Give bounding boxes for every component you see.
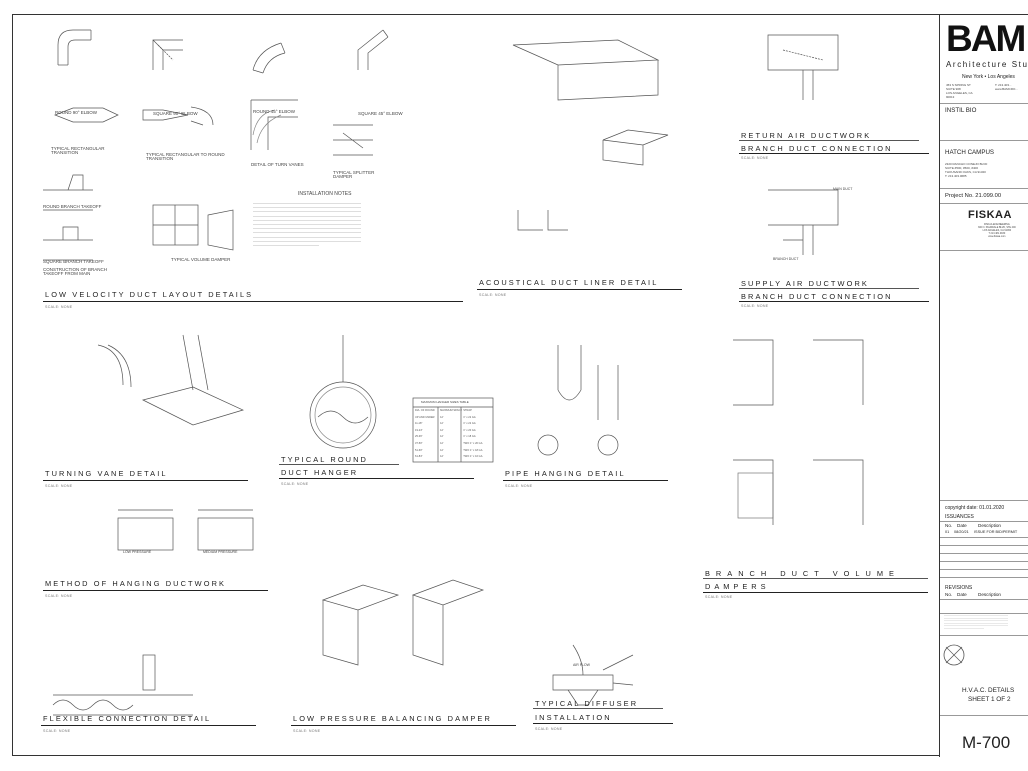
drawing-area: ROUND 90° ELBOW SQUARE 90° ELBOW ROUND 4…: [13, 15, 939, 757]
copyright-date: copyright date: 01.01.2020: [945, 505, 1005, 511]
title-round-hanger: TYPICAL ROUND: [281, 455, 368, 464]
hanger-table-cell: 12': [440, 455, 444, 459]
title-pipe-hanging: PIPE HANGING DETAIL: [505, 469, 626, 478]
project-name: HATCH CAMPUS: [945, 149, 995, 156]
hanger-table-cell: 1" x 22 GA: [463, 415, 476, 419]
title-block: BAM Architecture Studio New York • Los A…: [939, 15, 1028, 757]
hanger-table-cell: 51-60": [415, 448, 423, 452]
label-square-takeoff: SQUARE BRANCH TAKEOFF: [43, 259, 104, 264]
firm-name: Architecture Studio: [946, 60, 1028, 69]
hanger-table-cell: DIA. OF ROUND: [415, 409, 435, 412]
installation-notes-body: ————————————————————————————————————————…: [253, 201, 361, 248]
label-medium-pressure: MEDIUM PRESSURE: [203, 550, 238, 554]
hanger-table-cell: STRAP: [463, 409, 472, 412]
label-round-45: ROUND 45° ELBOW: [253, 109, 296, 114]
hanger-table-cell: 12': [440, 428, 444, 432]
firm-logo: BAM: [946, 18, 1026, 59]
hanger-table-cell: 12': [440, 448, 444, 452]
title-method-hanging: METHOD OF HANGING DUCTWORK: [45, 579, 227, 588]
label-main-duct: MAIN DUCT: [833, 187, 853, 191]
hanger-table-row: 51-60" 12' TWO 1" x 18 GA: [414, 448, 494, 455]
hanger-table-row: 19-24" 12' 1" x 20 GA: [414, 428, 494, 435]
title-dampers: DAMPERS: [705, 582, 770, 591]
label-low-pressure: LOW PRESSURE: [123, 550, 152, 554]
label-rect-round: TYPICAL RECTANGULAR TO ROUND TRANSITION: [146, 152, 225, 161]
label-round-90: ROUND 90° ELBOW: [55, 110, 98, 115]
hanger-table-cell: 1" x 20 GA: [463, 428, 476, 432]
revisions-header: REVISIONS: [945, 585, 973, 591]
title-branch-volume: BRANCH DUCT VOLUME: [705, 569, 900, 578]
hanger-table-cell: 37-50": [415, 441, 423, 445]
project-number: Project No. 21.099.00: [945, 193, 1002, 199]
label-air-flow: AIR FLOW: [573, 663, 590, 667]
sheet-number: M-700: [962, 733, 1011, 752]
hanger-table-cell: 11-18": [415, 422, 423, 426]
hvac-line-drawings: [43, 29, 864, 716]
label-square-45: SQUARE 45° ELBOW: [358, 111, 403, 116]
hanger-table-cell: TWO 1" x 18 GA: [463, 448, 483, 452]
label-round-takeoff: ROUND BRANCH TAKEOFF: [43, 204, 102, 209]
label-volume-damper: TYPICAL VOLUME DAMPER: [171, 257, 231, 262]
north-arrow-icon: [943, 644, 965, 666]
hanger-table-cell: 12': [440, 441, 444, 445]
hanger-table-cell: 12': [440, 415, 444, 419]
label-square-90: SQUARE 90° ELBOW: [153, 111, 198, 116]
label-turn-vanes: DETAIL OF TURN VANES: [251, 162, 304, 167]
drawing-sheet: ROUND 90° ELBOW SQUARE 90° ELBOW ROUND 4…: [12, 14, 1028, 757]
hanger-table-cell: 1" x 22 GA: [463, 422, 476, 426]
hanger-table-cell: TWO 1" x 20 GA: [463, 441, 483, 445]
title-low-pressure-damper: LOW PRESSURE BALANCING DAMPER: [293, 714, 492, 723]
sheet-title: H.V.A.C. DETAILS: [962, 687, 1015, 694]
title-supply-air: SUPPLY AIR DUCTWORK: [741, 279, 869, 288]
title-duct-hanger: DUCT HANGER: [281, 468, 359, 477]
hanger-table-title: MAXIMUM HANGER SIZES TABLE: [421, 400, 469, 404]
hanger-table-row: 11-18" 12' 1" x 22 GA: [414, 421, 494, 428]
title-return-air: RETURN AIR DUCTWORK: [741, 131, 872, 140]
hanger-table-cell: UP AND UNDER: [415, 415, 435, 419]
client-name: INSTIL BIO: [945, 107, 977, 114]
hanger-table-cell: 25-36": [415, 435, 423, 439]
hanger-table-header: DIA. OF ROUND MAXIMUM SPACINGSTRAP: [414, 408, 494, 415]
hanger-table-cell: 1" x 18 GA: [463, 435, 476, 439]
label-install-notes: INSTALLATION NOTES: [298, 191, 352, 197]
hanger-table-cell: TWO 1" x 16 GA: [463, 455, 483, 459]
hanger-table-cell: 12': [440, 422, 444, 426]
label-construction: CONSTRUCTION OF BRANCH TAKEOFF FROM MAIN: [43, 267, 107, 276]
title-installation: INSTALLATION: [535, 713, 612, 722]
hanger-table-row: 37-50" 12' TWO 1" x 20 GA: [414, 441, 494, 448]
label-branch-duct: BRANCH DUCT: [773, 257, 799, 261]
label-rect-transition: TYPICAL RECTANGULAR TRANSITION: [51, 146, 105, 155]
title-supply-branch: BRANCH DUCT CONNECTION: [741, 292, 893, 301]
sheet-subtitle: SHEET 1 OF 2: [968, 696, 1011, 703]
hanger-table-row: 61-84" 12' TWO 1" x 16 GA: [414, 454, 494, 461]
copyright-notice: ————————————————————————————————————————…: [944, 615, 1008, 630]
title-return-branch: BRANCH DUCT CONNECTION: [741, 144, 893, 153]
hanger-table-row: 25-36" 12' 1" x 18 GA: [414, 434, 494, 441]
hanger-table-cell: 19-24": [415, 428, 423, 432]
title-acoustical: ACOUSTICAL DUCT LINER DETAIL: [479, 278, 659, 287]
title-diffuser: TYPICAL DIFFUSER: [535, 699, 639, 708]
hanger-table-row: UP AND UNDER 12' 1" x 22 GA: [414, 415, 494, 422]
engineer-logo: FISKAA: [968, 209, 1012, 221]
title-low-velocity: LOW VELOCITY DUCT LAYOUT DETAILS: [45, 290, 254, 299]
label-splitter: TYPICAL SPLITTER DAMPER: [333, 170, 375, 179]
hanger-table-cell: 61-84": [415, 455, 423, 459]
firm-cities: New York • Los Angeles: [962, 74, 1015, 80]
title-flexible: FLEXIBLE CONNECTION DETAIL: [43, 714, 212, 723]
issuances-header: ISSUANCES: [945, 514, 974, 520]
hanger-table-cell: MAXIMUM SPACING: [440, 409, 462, 412]
hanger-table: DIA. OF ROUND MAXIMUM SPACINGSTRAP UP AND …: [414, 408, 494, 461]
title-turning-vane: TURNING VANE DETAIL: [45, 469, 168, 478]
hanger-table-cell: 12': [440, 435, 444, 439]
